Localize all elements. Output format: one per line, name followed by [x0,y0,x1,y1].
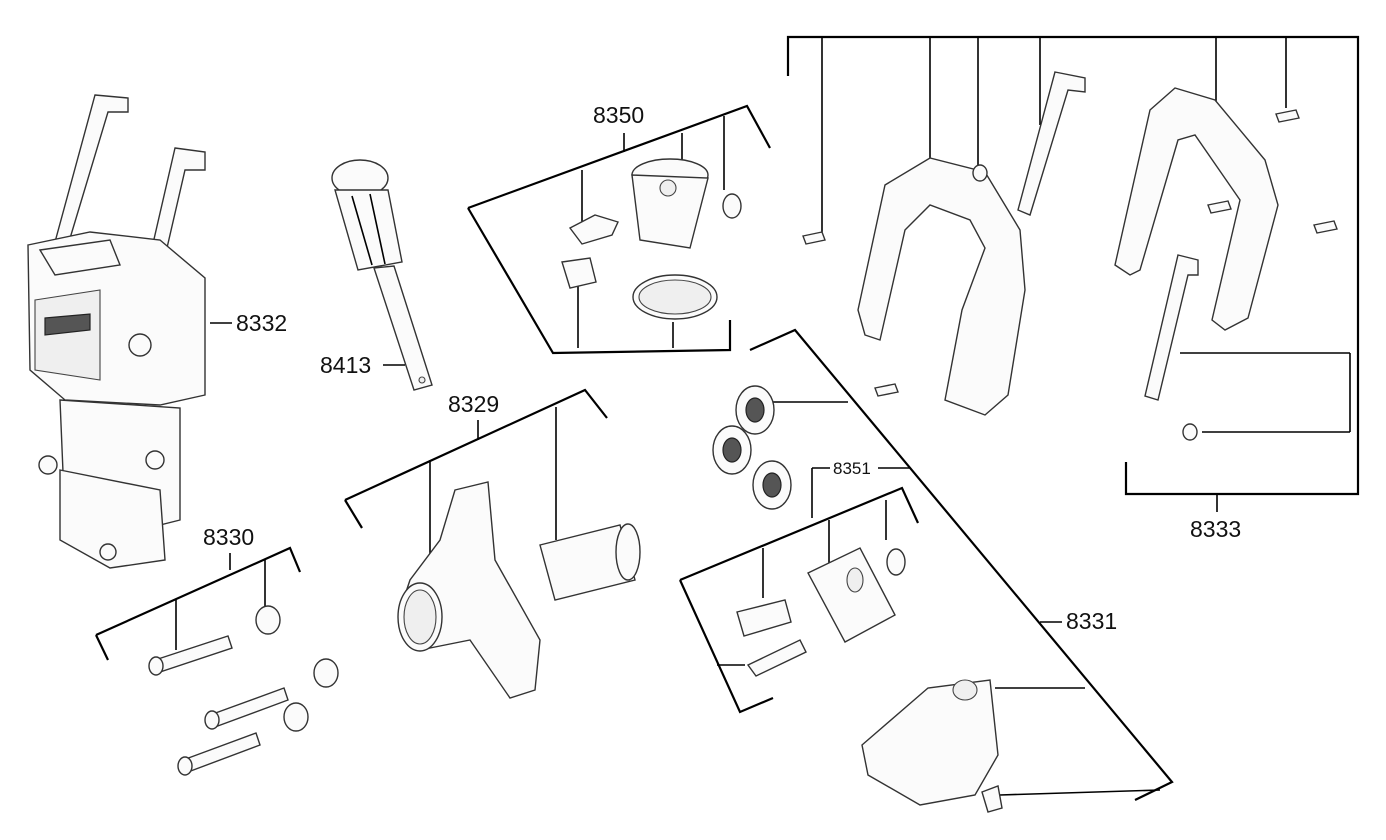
grease-fitting [981,785,1003,813]
screw-c [1275,109,1300,123]
label-8413: 8413 [320,352,371,378]
label-8330: 8330 [203,524,254,550]
u-frame-rear [1114,87,1279,331]
screw-a [802,231,826,245]
bracket-8350-bottom [467,207,732,355]
motor-side-bolt-right [145,450,165,470]
motor-top-panel [38,239,121,276]
part-8330-bolts-spacers[interactable] [148,605,339,776]
clamp-washer [722,193,742,219]
bolt-1 [154,635,233,673]
bracket-8329-top [344,388,608,501]
part-8351-clamp-assembly[interactable] [736,547,906,677]
part-8350-clamp-assembly[interactable] [561,158,742,320]
label-8333: 8333 [1190,516,1241,542]
label-8351: 8351 [833,459,871,478]
clamp-washer-2 [886,548,906,576]
bracket-8350-top [467,104,771,210]
clamp-o-ring-inner [638,279,712,315]
label-8331: 8331 [1066,608,1117,634]
lower-housing-body [861,679,999,806]
part-8333-frame-assembly[interactable] [802,71,1338,441]
part-8332-motor-unit[interactable] [27,94,206,569]
clamp-cup-body [631,174,709,249]
lever-arm-lower [1144,254,1199,401]
bolt-2 [209,687,289,728]
part-8329-gear-housing[interactable] [397,481,641,699]
label-8332: 8332 [236,310,287,336]
milwaukee-logo [44,313,91,336]
screw-b [874,383,899,397]
clamp-pin [561,257,597,289]
bracket-8330-top [95,546,302,637]
u-frame-front [857,157,1026,416]
motor-base-hole [99,543,117,561]
o-ring-small-a [972,164,988,182]
shaft-grip [334,189,403,271]
bracket-8351-bottom [678,579,774,714]
spacer-1 [255,605,281,635]
gear-sleeve-end [615,523,641,581]
bracket-8333 [786,35,1360,496]
screw-e [1313,220,1338,234]
label-8329: 8329 [448,391,499,417]
part-8413-shaft[interactable] [331,159,433,391]
bolt-3 [182,732,261,773]
part-8331-bearings[interactable] [712,385,792,510]
o-ring-small-b [1182,423,1198,441]
spacer-3 [283,702,309,732]
motor-side-bolt-left [38,455,58,475]
label-8350: 8350 [593,102,644,128]
clamp-screw [568,214,619,245]
part-8331-housing[interactable] [861,679,1003,813]
clamp-pin-2 [736,599,792,637]
clamp-block [807,547,896,643]
motor-handle-left [54,94,129,246]
motor-base [59,469,166,569]
spacer-2 [313,658,339,688]
motor-pivot-knob [128,333,152,357]
bracket-8351-top [679,486,920,582]
gear-housing-body [399,481,541,699]
shaft-rod [373,265,433,391]
lever-arm-upper [1017,71,1086,216]
clamp-screw-2 [746,639,807,677]
gear-sleeve [539,524,636,601]
screw-d [1207,200,1232,214]
motor-brand-plate [34,289,101,381]
